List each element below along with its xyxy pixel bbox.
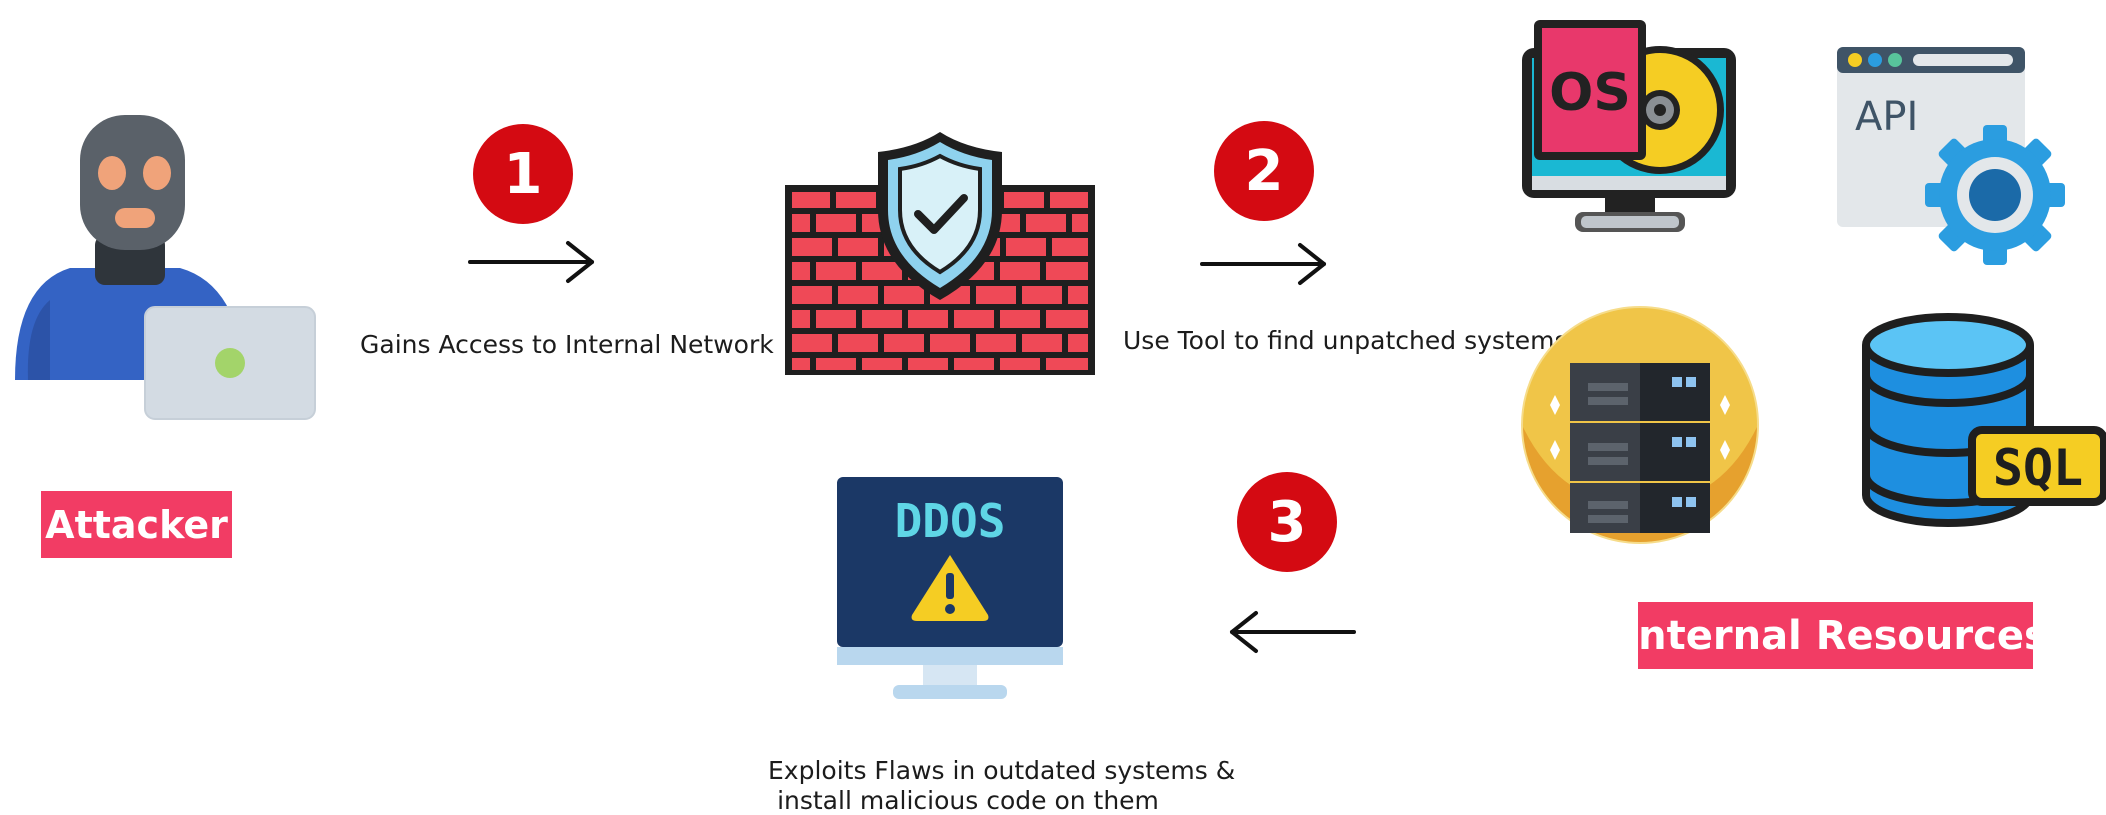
attacker-label: Attacker (41, 491, 232, 558)
api-settings-icon: API (1835, 45, 2065, 270)
step-1-caption: Gains Access to Internal Network (360, 330, 774, 359)
arrow-left-icon (1230, 611, 1356, 653)
firewall-shield-icon (780, 130, 1100, 380)
attacker-icon (10, 110, 320, 430)
arrow-right-icon (1200, 243, 1326, 285)
internal-resources-label: Internal Resources (1623, 602, 2048, 669)
step-2-caption: Use Tool to find unpatched systems (1123, 326, 1568, 355)
sql-database-icon: SQL (1862, 310, 2106, 560)
step-2-badge: 2 (1214, 121, 1314, 221)
sql-text: SQL (1993, 439, 2083, 497)
step-3-badge: 3 (1237, 472, 1337, 572)
ddos-warning-monitor-icon: DDOS (835, 475, 1065, 705)
os-text: OS (1549, 63, 1631, 123)
api-text: API (1855, 94, 1918, 140)
server-rack-icon (1520, 305, 1760, 545)
ddos-text: DDOS (895, 494, 1006, 548)
step-1-badge: 1 (473, 124, 573, 224)
step-3-caption-line-1: Exploits Flaws in outdated systems & (768, 756, 1236, 785)
arrow-right-icon (468, 241, 594, 283)
os-monitor-icon: OS (1520, 18, 1740, 238)
step-3-caption-line-2: install malicious code on them (777, 786, 1159, 815)
